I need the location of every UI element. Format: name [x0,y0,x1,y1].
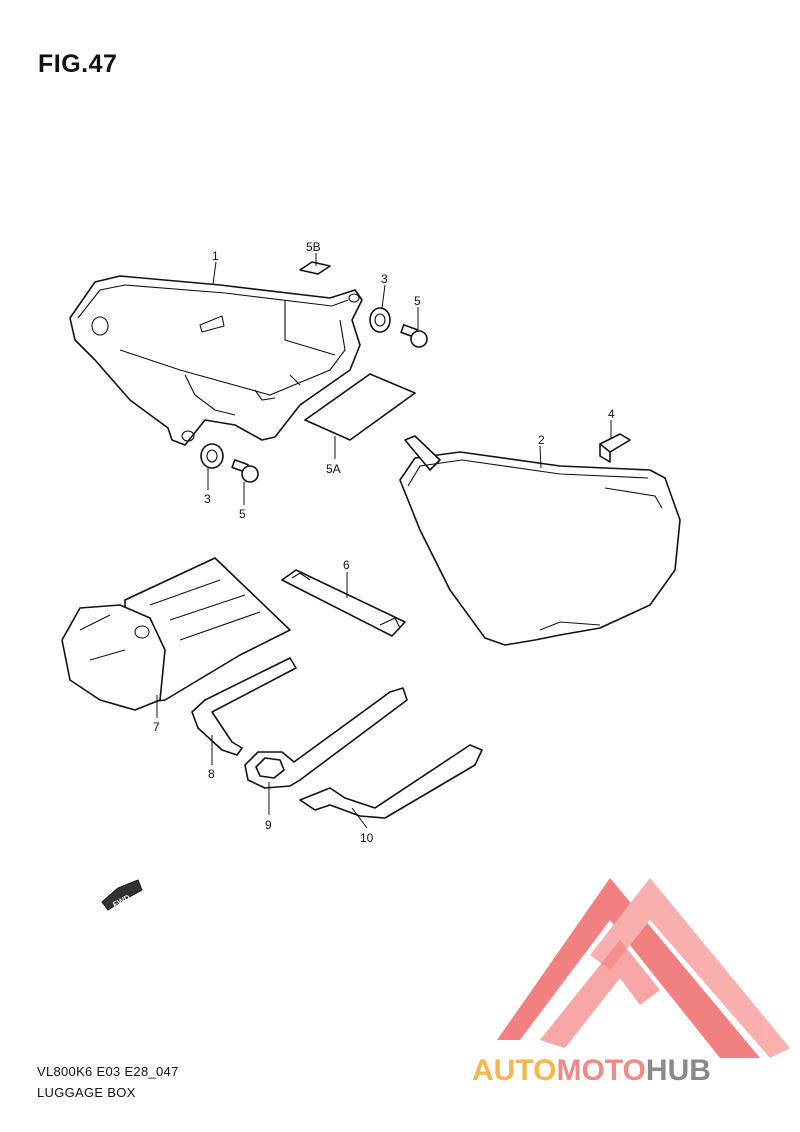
forward-arrow-icon: FWD [101,879,143,911]
diagram-name: LUGGAGE BOX [37,1085,136,1100]
callouts: 1 5B 3 5 3 5 5A 4 2 6 7 8 9 10 [153,240,615,845]
callout-3-upper: 3 [381,272,388,286]
callout-1: 1 [212,249,219,263]
hook-spanner-part [299,744,483,819]
callout-5b: 5B [306,240,321,254]
grommet-upper-part [369,307,391,333]
spanner-part [244,687,408,789]
callout-5-lower: 5 [239,507,246,521]
callout-3-lower: 3 [204,492,211,506]
watermark-wordmark: AUTOMOTOHUB [472,1054,711,1087]
tool-bag-part [61,557,291,711]
strap-part [281,569,406,637]
figure-title: FIG.47 [38,50,118,78]
watermark-auto: AUTO [472,1054,556,1087]
hex-wrench-part [191,657,297,756]
watermark-moto: MOTO [556,1054,645,1087]
callout-9: 9 [265,818,272,832]
side-cover-part [399,435,681,646]
pad-5a-part [304,373,416,441]
watermark-logo [497,878,790,1058]
block-4-part [599,433,631,463]
leader-lines [156,253,612,829]
diagram-code: VL800K6 E03 E28_047 [37,1064,179,1079]
grommet-lower-part [200,443,224,469]
callout-4: 4 [608,407,615,421]
callout-6: 6 [343,558,350,572]
callout-10: 10 [360,831,374,845]
callout-2: 2 [538,433,545,447]
callout-5-upper: 5 [414,294,421,308]
screw-lower-part [231,459,259,483]
callout-8: 8 [208,767,215,781]
callout-7: 7 [153,720,160,734]
callout-5a: 5A [326,462,341,476]
watermark-hub: HUB [646,1054,711,1087]
luggage-box-part [69,275,363,446]
label-5b-part [299,261,331,275]
screw-upper-part [400,324,428,348]
